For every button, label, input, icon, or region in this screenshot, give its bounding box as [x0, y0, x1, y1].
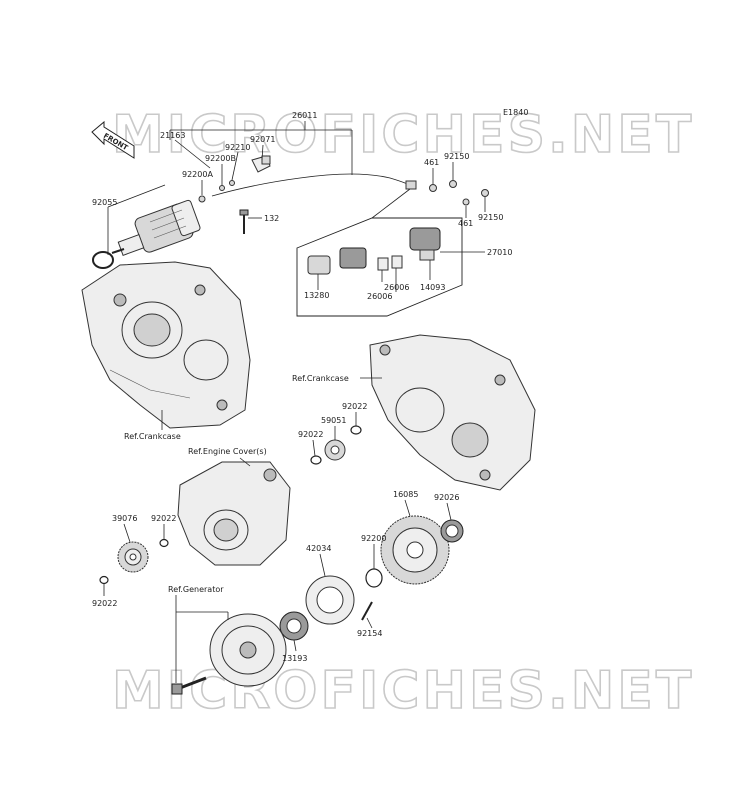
leader-lines: [103, 121, 486, 683]
label-92200A: 92200A: [182, 170, 213, 179]
label-461-b: 461: [458, 219, 473, 228]
label-92150-b: 92150: [478, 213, 503, 222]
label-39076: 39076: [112, 514, 137, 523]
ref-crankcase-right: Ref.Crankcase: [292, 374, 349, 383]
label-26011: 26011: [292, 111, 317, 120]
crankcase-right: [369, 334, 536, 491]
label-92200: 92200: [361, 534, 386, 543]
starter-motor[interactable]: [111, 199, 201, 256]
nut-461-a[interactable]: [429, 184, 437, 192]
watermark-bottom: MICROFICHES.NET: [112, 661, 694, 721]
label-26006-a: 26006: [384, 283, 409, 292]
label-42034: 42034: [306, 544, 331, 553]
label-92210: 92210: [225, 143, 250, 152]
nut-92150-a[interactable]: [449, 180, 457, 188]
watermark-top: MICROFICHES.NET: [112, 105, 694, 165]
cover-14093[interactable]: [409, 227, 441, 261]
fuse-26006-a[interactable]: [377, 257, 389, 271]
washer-92022-d[interactable]: [99, 575, 109, 585]
label-92022-d: 92022: [92, 599, 117, 608]
gear-16085[interactable]: [380, 515, 450, 585]
washer-92022-a[interactable]: [350, 425, 362, 435]
label-92071: 92071: [250, 135, 275, 144]
starter-cable-26011[interactable]: [211, 173, 413, 197]
washer-92200A[interactable]: [198, 195, 206, 203]
generator-rotor: [209, 613, 287, 687]
ref-engine-cover: Ref.Engine Cover(s): [188, 447, 267, 456]
label-92022-b: 92022: [298, 430, 323, 439]
label-26006-b: 26006: [367, 292, 392, 301]
relay-27010[interactable]: [339, 247, 367, 269]
label-92055: 92055: [92, 198, 117, 207]
label-92026: 92026: [434, 493, 459, 502]
label-13280: 13280: [304, 291, 329, 300]
label-92022-a: 92022: [342, 402, 367, 411]
label-14093: 14093: [420, 283, 445, 292]
label-92154: 92154: [357, 629, 382, 638]
clutch-42034[interactable]: [305, 575, 355, 625]
engine-cover: [177, 461, 291, 566]
washer-92200[interactable]: [365, 568, 383, 588]
cable-terminal: [405, 180, 417, 190]
label-27010: 27010: [487, 248, 512, 257]
washer-92022-c[interactable]: [159, 538, 169, 548]
label-92150-a: 92150: [444, 152, 469, 161]
label-92200B: 92200B: [205, 154, 236, 163]
crankcase-left: [81, 261, 251, 429]
label-132: 132: [264, 214, 279, 223]
nut-92150-b[interactable]: [481, 189, 489, 197]
washer-92200B[interactable]: [219, 185, 225, 191]
label-21163: 21163: [160, 131, 185, 140]
gear-59051[interactable]: [324, 439, 346, 461]
bearing-92026[interactable]: [440, 519, 464, 543]
fuse-26006-b[interactable]: [391, 255, 403, 269]
gear-39076[interactable]: [117, 541, 149, 573]
label-59051: 59051: [321, 416, 346, 425]
bolt-132[interactable]: [239, 209, 249, 234]
label-461-a: 461: [424, 158, 439, 167]
part-labels: 26011 21163 92071 92210 92200B 92200A 92…: [92, 111, 512, 663]
relay-13280[interactable]: [307, 255, 331, 275]
ref-generator: Ref.Generator: [168, 585, 224, 594]
bearing-13193[interactable]: [279, 611, 309, 641]
label-16085: 16085: [393, 490, 418, 499]
bolt-92154[interactable]: [361, 601, 373, 621]
rotor-bolt[interactable]: [171, 676, 207, 695]
nut-92210[interactable]: [229, 180, 235, 186]
diagram-code: E1840: [503, 108, 528, 117]
label-92022-c: 92022: [151, 514, 176, 523]
washer-92022-b[interactable]: [310, 455, 322, 465]
o-ring-92055[interactable]: [92, 251, 114, 269]
ref-crankcase-left: Ref.Crankcase: [124, 432, 181, 441]
label-13193: 13193: [282, 654, 307, 663]
cap-92071[interactable]: [251, 155, 271, 173]
nut-461-b[interactable]: [462, 198, 470, 206]
